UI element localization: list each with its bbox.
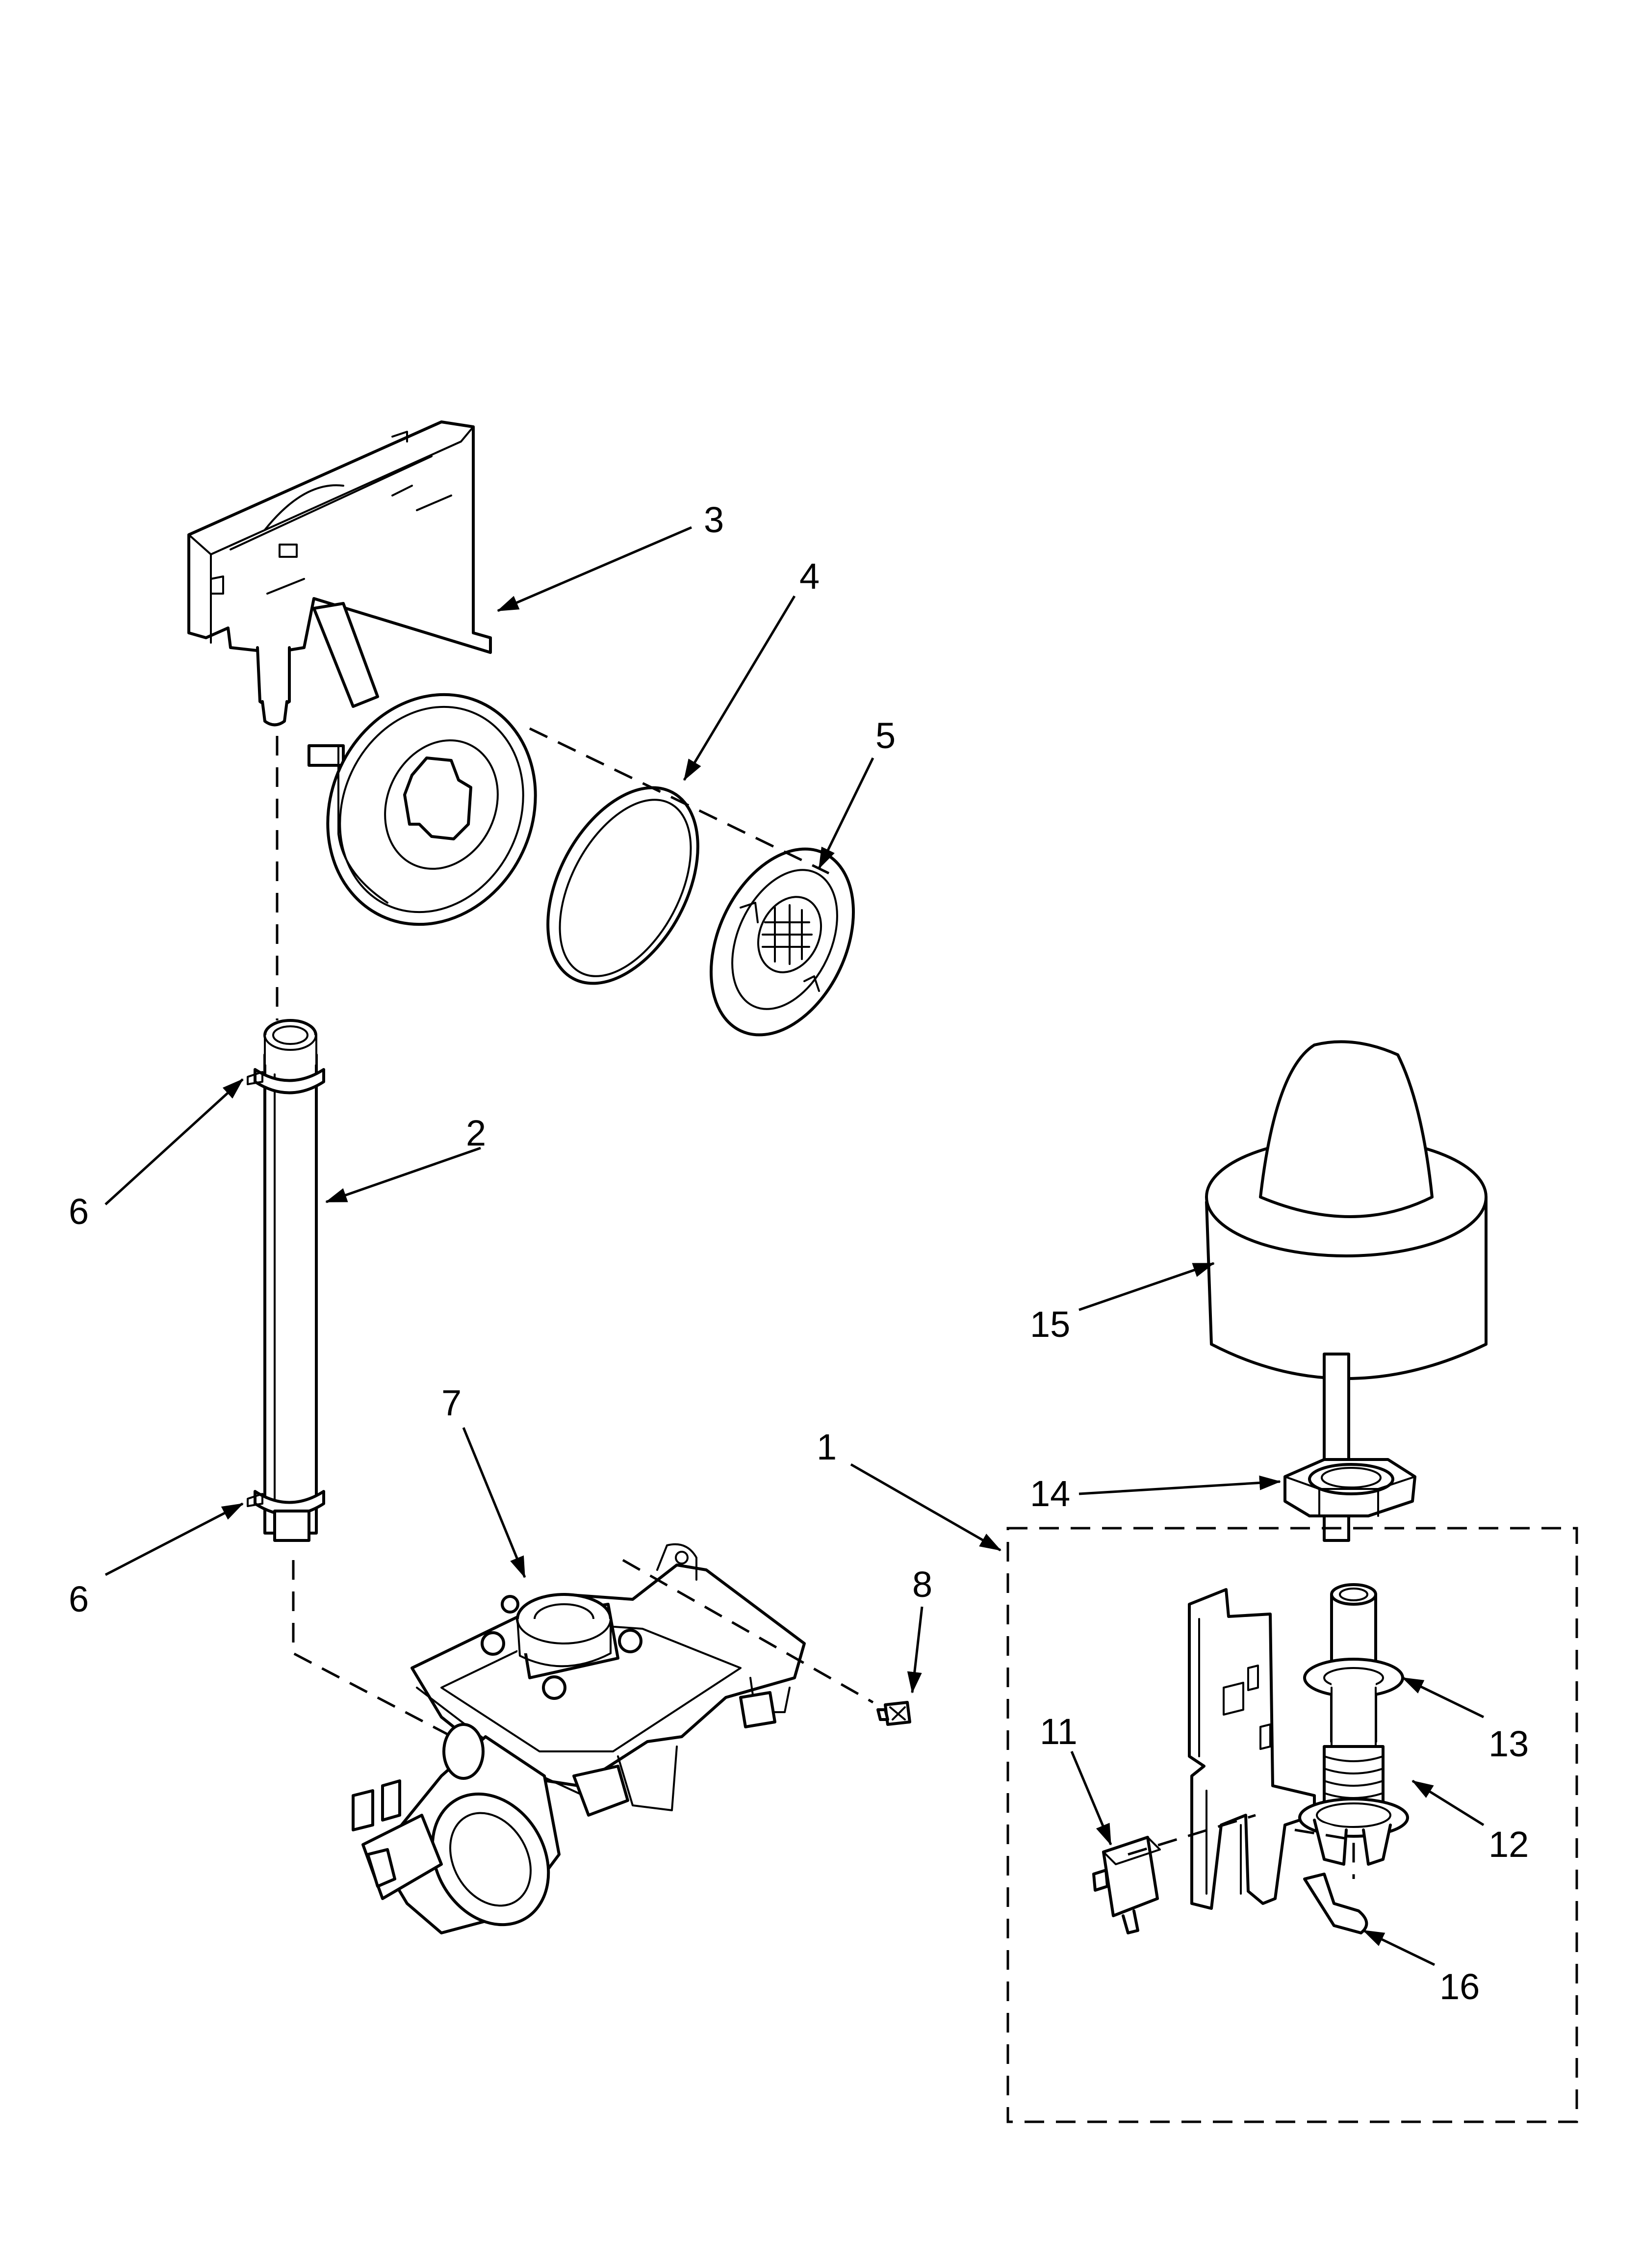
- alignment-line-upper: [529, 727, 830, 875]
- part-3-housing: [187, 420, 537, 926]
- callout-7: 7: [441, 1382, 462, 1423]
- callout-11: 11: [1040, 1711, 1078, 1752]
- part-11-micro-switch: [1092, 1836, 1161, 1934]
- part-5-cap: [709, 847, 855, 1037]
- leader-lines: [104, 526, 1485, 1966]
- part-14-nut: [1283, 1458, 1416, 1517]
- callout-15: 15: [1030, 1304, 1070, 1345]
- callout-16: 16: [1439, 1966, 1480, 2007]
- callout-3: 3: [704, 499, 724, 540]
- callout-12: 12: [1488, 1824, 1529, 1865]
- alignment-line-tube-valve: [292, 1560, 472, 1748]
- callout-6-upper: 6: [69, 1191, 89, 1232]
- part-13-washer-stem: [1303, 1583, 1404, 1767]
- part-6-clamp-lower: [247, 1490, 325, 1542]
- part-15-float: [1205, 1040, 1488, 1542]
- part-2-tube: [263, 1019, 318, 1535]
- callout-14: 14: [1030, 1473, 1070, 1514]
- callout-1: 1: [817, 1427, 837, 1467]
- callout-4: 4: [799, 556, 820, 597]
- part-16-lever: [1303, 1873, 1368, 1934]
- part-6-clamp-upper: [247, 1068, 325, 1095]
- callout-5: 5: [875, 715, 896, 756]
- callout-2: 2: [466, 1113, 486, 1153]
- callout-6-lower: 6: [69, 1579, 89, 1619]
- callout-8: 8: [912, 1564, 932, 1605]
- alignment-line-screw: [622, 1559, 874, 1704]
- callout-13: 13: [1488, 1723, 1529, 1764]
- alignment-line-switch: [1128, 1814, 1256, 1856]
- part-1-switch-bracket: [1188, 1588, 1316, 1910]
- part-12-spring: [1298, 1745, 1409, 1866]
- part-8-screw: [876, 1701, 911, 1726]
- part-7-valve: [352, 1543, 806, 1934]
- assembly-box: [1006, 1527, 1578, 2123]
- part-4-seal-ring: [546, 786, 699, 985]
